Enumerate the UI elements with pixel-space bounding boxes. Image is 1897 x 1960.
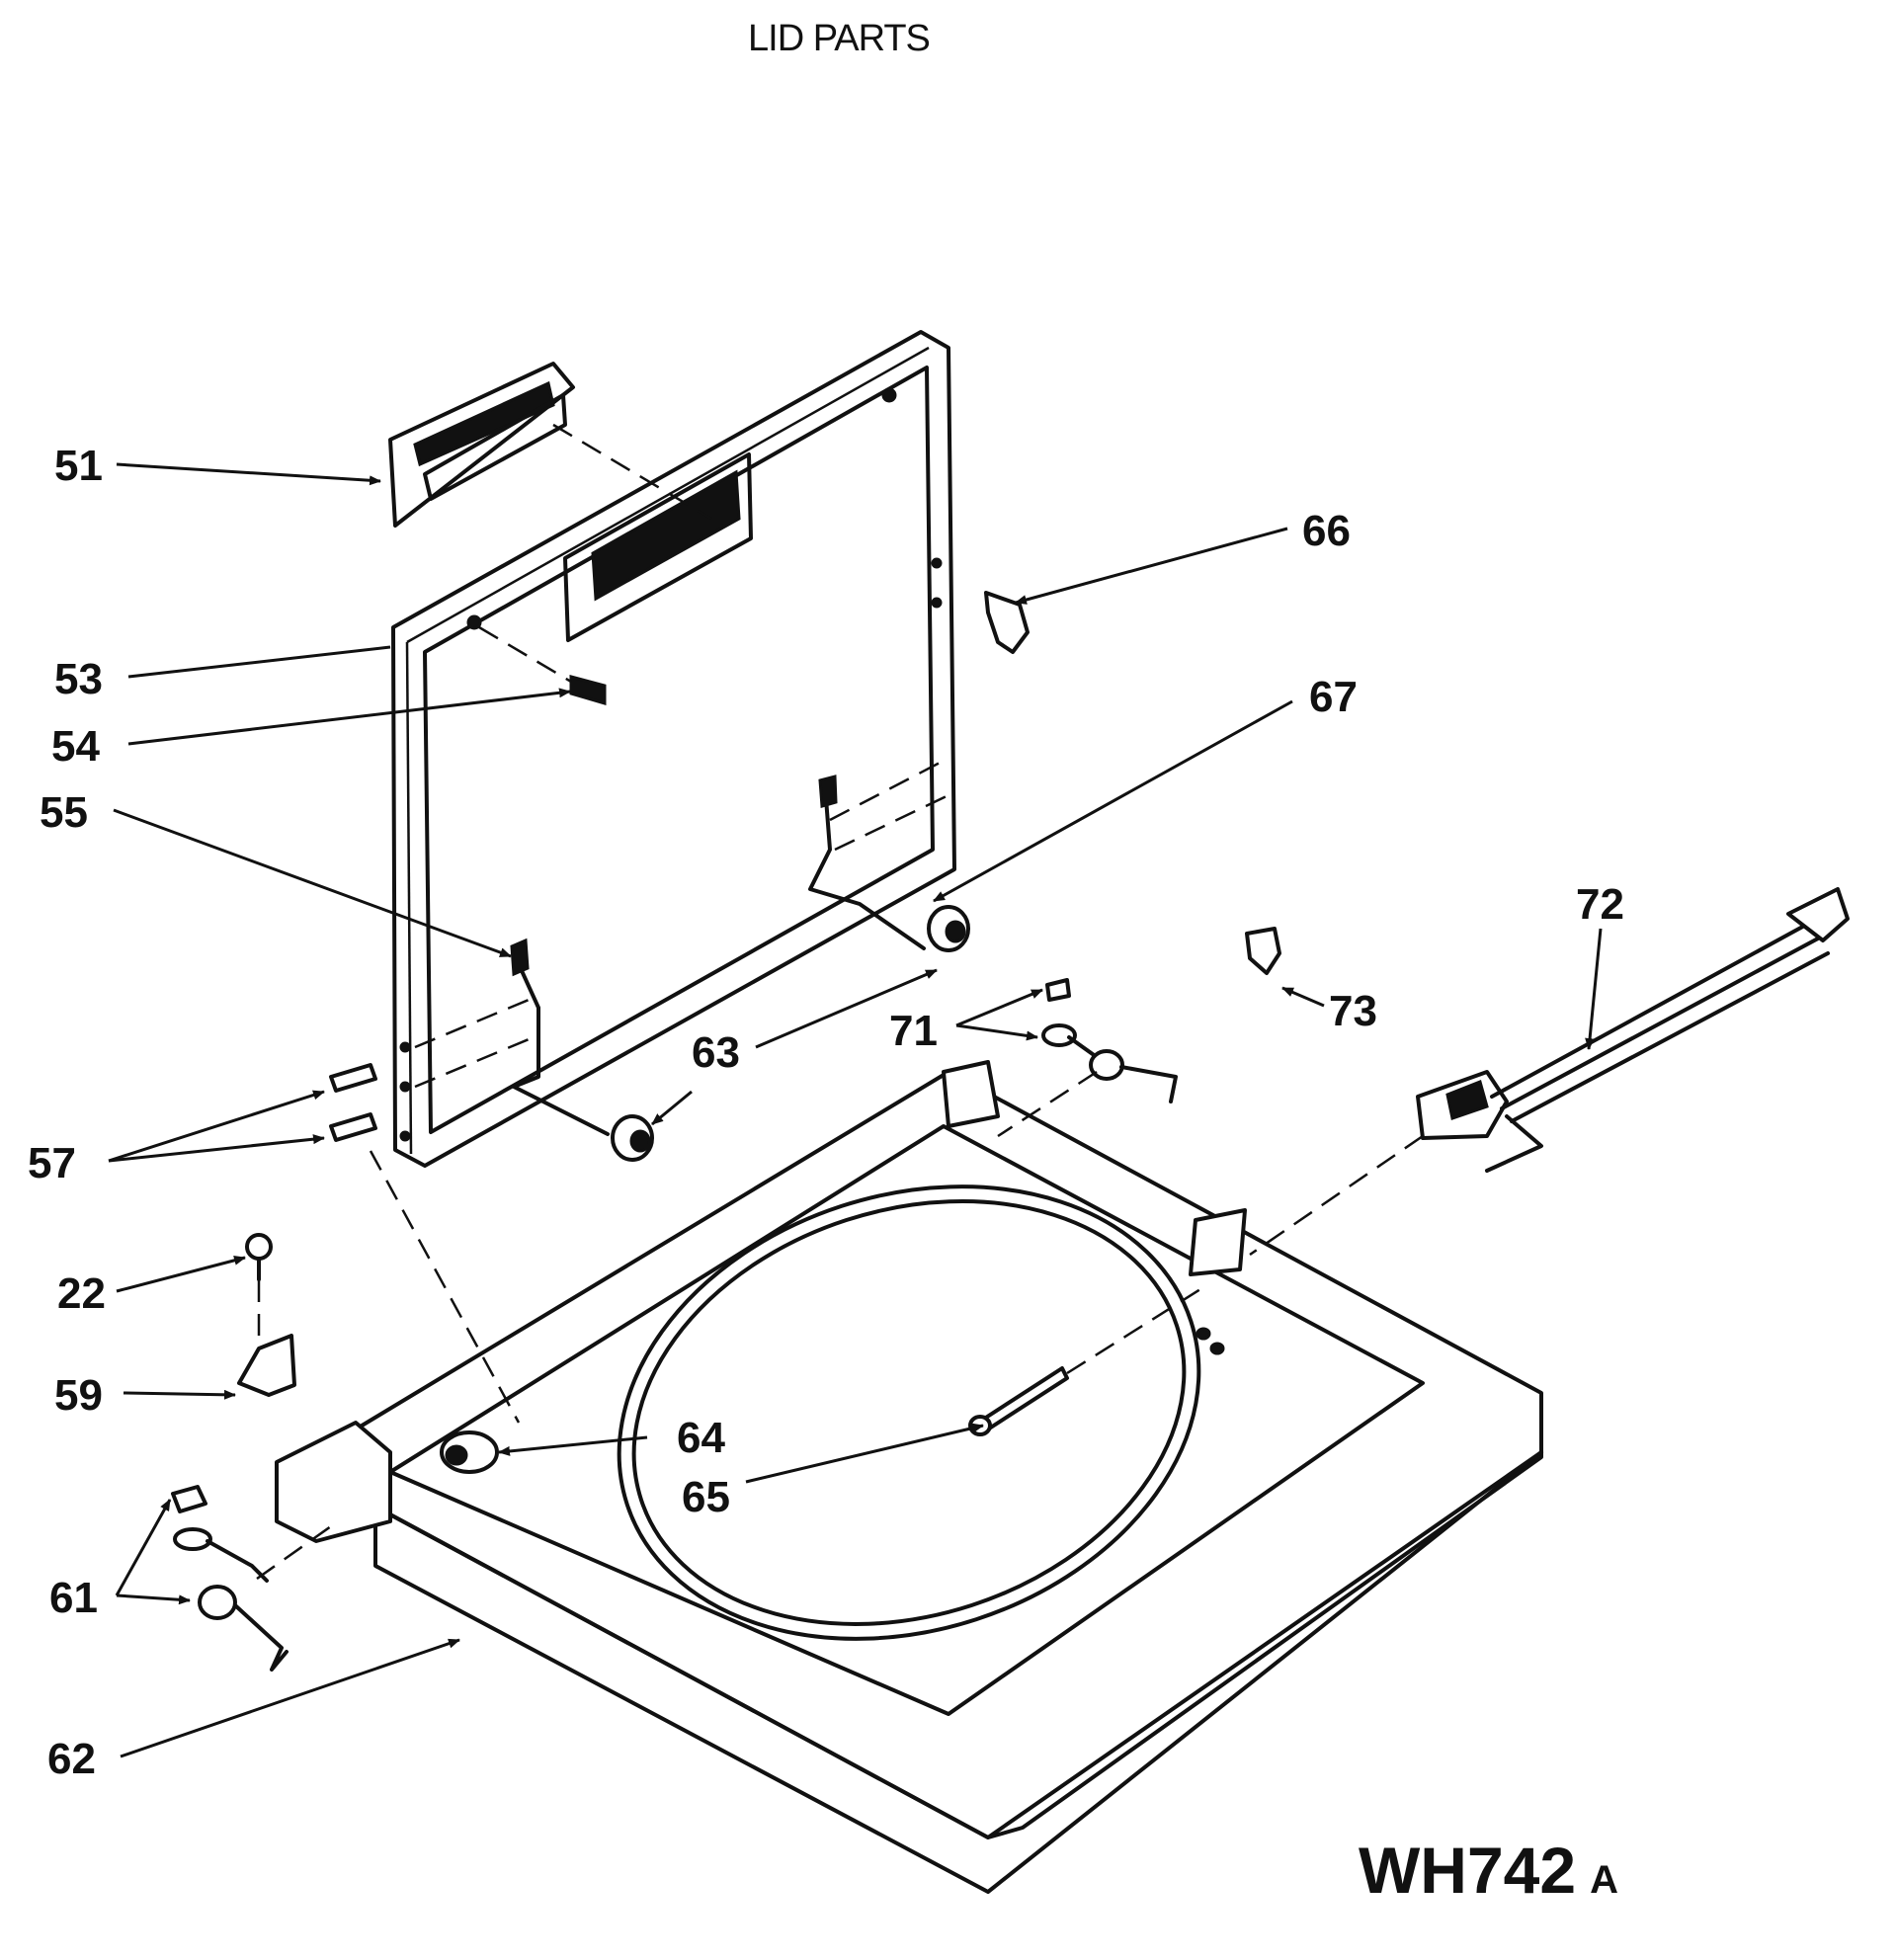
callout-53: 53 [54,655,103,703]
stop-part-54 [478,625,607,706]
callout-71: 71 [889,1007,938,1055]
callout-22: 22 [57,1269,106,1318]
callout-67: 67 [1309,673,1358,721]
callout-51: 51 [54,442,103,490]
hinge-spring-part-71 [997,978,1178,1138]
callout-55: 55 [40,788,88,837]
alignment-line [834,793,949,852]
clip-part-73 [1245,927,1281,975]
diagram-revision: A [1590,1858,1618,1902]
bracket-part-59 [237,1280,296,1397]
alignment-line [414,996,535,1049]
callout-66: 66 [1302,507,1351,555]
alignment-line [414,1035,535,1089]
diagram-code: WH742 A [1359,1833,1618,1908]
screws-part-57 [329,1063,377,1142]
alignment-line [369,1150,521,1424]
hinge-rod-part-67 [808,775,926,950]
callout-62: 62 [47,1735,96,1783]
diagram-title: LID PARTS [748,18,931,59]
callout-57: 57 [28,1139,76,1187]
diagram-code-number: WH742 [1359,1834,1577,1907]
bumper-part-63b [927,905,970,952]
callout-73: 73 [1329,987,1377,1035]
callout-61: 61 [49,1574,98,1622]
callout-63: 63 [692,1028,740,1077]
callout-59: 59 [54,1371,103,1420]
hinge-rod-part-55 [510,938,610,1136]
hinge-spring-part-61 [171,1485,332,1672]
callout-65: 65 [682,1473,730,1521]
bumper-part-63a [611,1114,654,1162]
alignment-line [552,423,712,521]
callout-72: 72 [1576,880,1624,929]
callout-64: 64 [677,1414,725,1462]
lid-top-part-62 [275,1060,1543,1894]
leader-lines [108,462,1603,1758]
plug-part-64 [440,1430,499,1474]
bracket-part-66 [984,591,1030,654]
lid-switch-harness-part-72 [1249,887,1850,1257]
clip-part-22 [245,1233,273,1281]
lid-handle-part-51 [388,362,575,528]
lid-frame-part-53 [391,330,956,1168]
callout-54: 54 [51,722,100,771]
alignment-line [829,759,945,822]
